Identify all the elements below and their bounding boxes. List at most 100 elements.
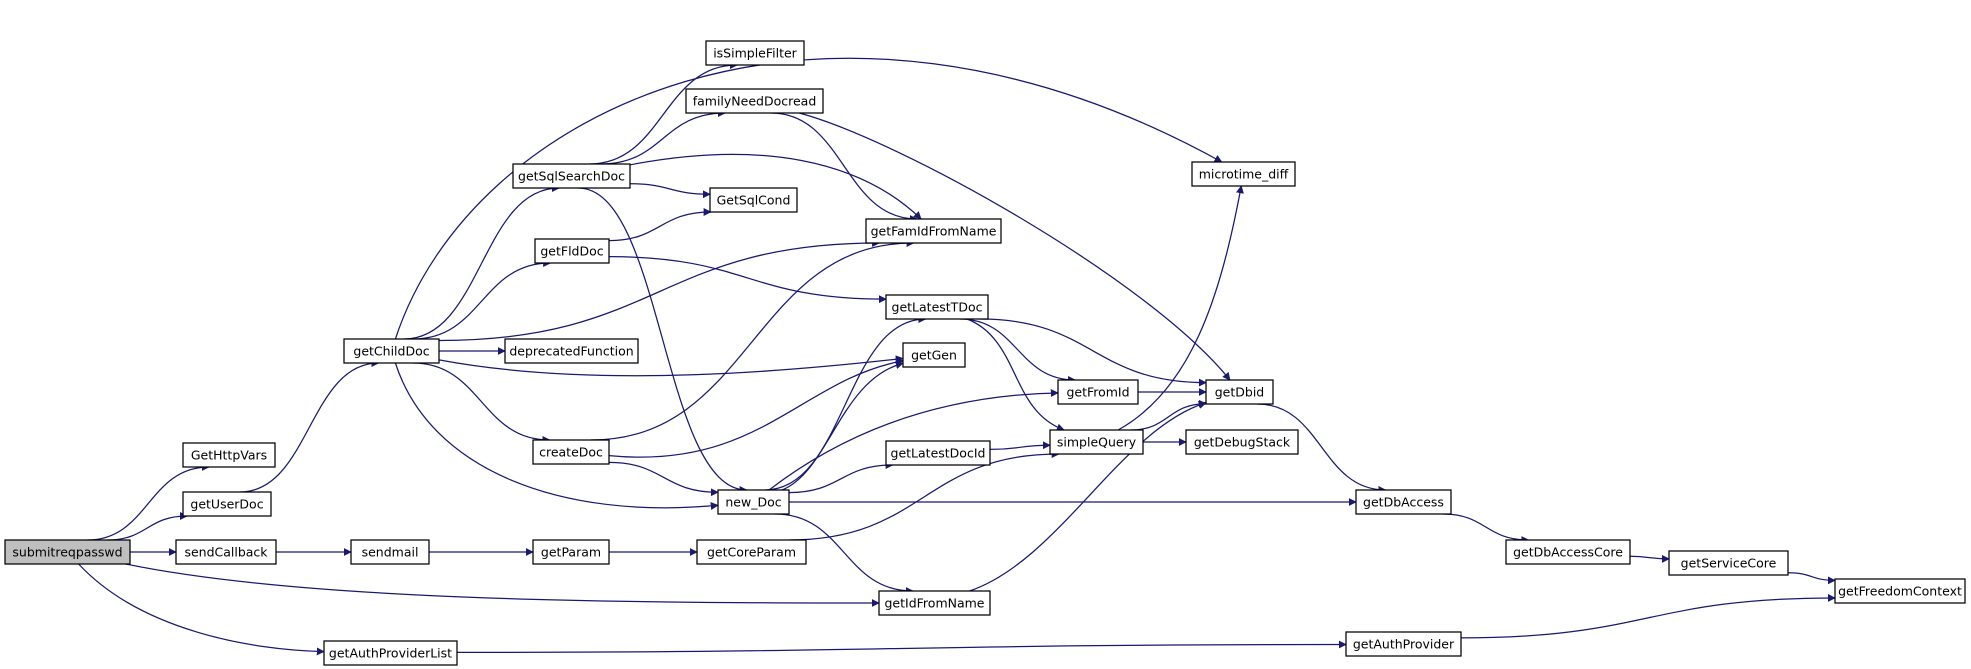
node-label-microtime_diff: microtime_diff: [1199, 167, 1289, 182]
node-new_Doc[interactable]: new_Doc: [717, 489, 790, 515]
node-microtime_diff[interactable]: microtime_diff: [1191, 161, 1296, 187]
node-label-simpleQuery: simpleQuery: [1057, 435, 1137, 450]
edge-simpleQuery-to-microtime_diff: [1117, 185, 1244, 431]
edge-getFldDoc-to-GetSqlCond: [608, 208, 712, 242]
node-box-getSqlSearchDoc: [512, 163, 631, 189]
node-box-getFreedomContext: [1834, 578, 1966, 604]
node-getAuthProvider[interactable]: getAuthProvider: [1345, 631, 1462, 657]
edge-getServiceCore-to-getFreedomContext: [1787, 572, 1836, 585]
node-createDoc[interactable]: createDoc: [532, 439, 610, 465]
edge-getSqlSearchDoc-to-isSimpleFilter: [589, 61, 738, 165]
node-getCoreParam[interactable]: getCoreParam: [696, 539, 807, 565]
node-familyNeedDocread[interactable]: familyNeedDocread: [685, 88, 824, 114]
edge-getAuthProvider-to-getFreedomContext: [1460, 593, 1836, 639]
node-box-getServiceCore: [1668, 550, 1789, 576]
node-GetSqlCond[interactable]: GetSqlCond: [709, 187, 798, 213]
edge-getDbid-to-getDbAccess: [1257, 403, 1387, 494]
node-label-new_Doc: new_Doc: [725, 495, 781, 510]
node-label-getFldDoc: getFldDoc: [540, 244, 603, 259]
node-label-getFreedomContext: getFreedomContext: [1838, 584, 1962, 599]
node-simpleQuery[interactable]: simpleQuery: [1049, 429, 1144, 455]
node-getServiceCore[interactable]: getServiceCore: [1668, 550, 1789, 576]
node-getParam[interactable]: getParam: [532, 539, 610, 565]
node-box-GetSqlCond: [709, 187, 798, 213]
node-deprecatedFunction[interactable]: deprecatedFunction: [504, 338, 639, 364]
edge-new_Doc-to-getLatestDocId: [788, 461, 894, 494]
node-box-GetHttpVars: [182, 442, 276, 468]
node-box-deprecatedFunction: [504, 338, 639, 364]
node-getLatestDocId[interactable]: getLatestDocId: [885, 440, 991, 466]
node-submitreqpasswd[interactable]: submitreqpasswd: [4, 539, 131, 565]
node-box-new_Doc: [717, 489, 790, 515]
node-getChildDoc[interactable]: getChildDoc: [343, 338, 440, 364]
node-getGen[interactable]: getGen: [902, 342, 966, 368]
node-getDbAccessCore[interactable]: getDbAccessCore: [1505, 539, 1631, 565]
edge-submitreqpasswd-to-getAuthProviderList: [78, 563, 325, 656]
node-box-microtime_diff: [1191, 161, 1296, 187]
node-box-getGen: [902, 342, 966, 368]
edge-getCoreParam-to-simpleQuery: [789, 450, 1060, 541]
edge-new_Doc-to-getIdFromName: [775, 513, 914, 595]
node-box-getDbAccessCore: [1505, 539, 1631, 565]
edge-getIdFromName-to-getDbid: [969, 401, 1207, 592]
node-box-getIdFromName: [878, 590, 991, 616]
node-label-getDbAccess: getDbAccess: [1363, 495, 1444, 510]
edge-getDbAccess-to-getDbAccessCore: [1442, 513, 1530, 544]
node-label-getSqlSearchDoc: getSqlSearchDoc: [518, 169, 625, 184]
node-box-getParam: [532, 539, 610, 565]
node-label-GetHttpVars: GetHttpVars: [191, 448, 267, 463]
node-label-deprecatedFunction: deprecatedFunction: [509, 344, 633, 359]
node-label-getParam: getParam: [541, 545, 601, 560]
node-box-getLatestDocId: [885, 440, 991, 466]
node-getDbAccess[interactable]: getDbAccess: [1355, 489, 1452, 515]
node-label-sendmail: sendmail: [362, 545, 419, 560]
node-box-simpleQuery: [1049, 429, 1144, 455]
node-label-getLatestDocId: getLatestDocId: [891, 446, 986, 461]
node-getLatestTDoc[interactable]: getLatestTDoc: [885, 294, 989, 320]
node-label-getGen: getGen: [911, 348, 957, 363]
node-sendCallback[interactable]: sendCallback: [175, 539, 277, 565]
edge-getSqlSearchDoc-to-new_Doc: [578, 187, 748, 494]
node-box-isSimpleFilter: [705, 40, 805, 66]
node-getDbid[interactable]: getDbid: [1205, 379, 1274, 405]
edge-new_Doc-to-getFromId: [768, 389, 1059, 491]
node-box-createDoc: [532, 439, 610, 465]
node-getUserDoc[interactable]: getUserDoc: [182, 491, 272, 517]
node-box-getDbid: [1205, 379, 1274, 405]
node-box-getAuthProviderList: [323, 640, 458, 666]
edge-getChildDoc-to-getFldDoc: [413, 259, 552, 340]
node-getDebugStack[interactable]: getDebugStack: [1185, 429, 1299, 455]
edge-getAuthProviderList-to-getAuthProvider: [456, 640, 1347, 654]
edge-new_Doc-to-getGen: [781, 361, 904, 491]
node-getFamIdFromName[interactable]: getFamIdFromName: [865, 218, 1002, 244]
edge-submitreqpasswd-to-getIdFromName: [125, 563, 880, 607]
node-box-getFromId: [1057, 379, 1139, 405]
node-GetHttpVars[interactable]: GetHttpVars: [182, 442, 276, 468]
node-getFromId[interactable]: getFromId: [1057, 379, 1139, 405]
node-box-submitreqpasswd: [4, 539, 131, 565]
node-label-getFromId: getFromId: [1066, 385, 1129, 400]
node-getAuthProviderList[interactable]: getAuthProviderList: [323, 640, 458, 666]
node-sendmail[interactable]: sendmail: [350, 539, 430, 565]
node-label-getServiceCore: getServiceCore: [1681, 556, 1777, 571]
node-label-sendCallback: sendCallback: [184, 545, 268, 560]
node-label-submitreqpasswd: submitreqpasswd: [12, 545, 122, 560]
edge-familyNeedDocread-to-getFamIdFromName: [771, 112, 918, 223]
node-isSimpleFilter[interactable]: isSimpleFilter: [705, 40, 805, 66]
node-getFreedomContext[interactable]: getFreedomContext: [1834, 578, 1966, 604]
node-box-getUserDoc: [182, 491, 272, 517]
node-label-getUserDoc: getUserDoc: [190, 497, 263, 512]
node-getFldDoc[interactable]: getFldDoc: [534, 238, 610, 264]
edge-createDoc-to-new_Doc: [608, 461, 719, 497]
node-getSqlSearchDoc[interactable]: getSqlSearchDoc: [512, 163, 631, 189]
node-getIdFromName[interactable]: getIdFromName: [878, 590, 991, 616]
node-box-getFamIdFromName: [865, 218, 1002, 244]
edge-getDbAccessCore-to-getServiceCore: [1629, 554, 1670, 563]
node-label-isSimpleFilter: isSimpleFilter: [713, 46, 797, 61]
node-label-getDbAccessCore: getDbAccessCore: [1513, 545, 1623, 560]
node-label-getFamIdFromName: getFamIdFromName: [871, 224, 997, 239]
node-box-familyNeedDocread: [685, 88, 824, 114]
node-box-getAuthProvider: [1345, 631, 1462, 657]
node-box-getCoreParam: [696, 539, 807, 565]
